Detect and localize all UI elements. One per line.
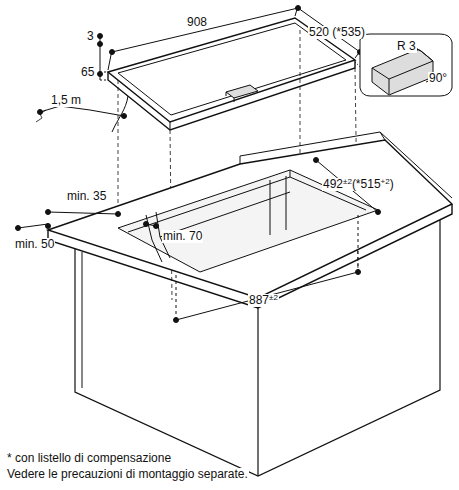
dimension-label: 492±2(*515+2) <box>322 178 395 191</box>
dimension-label: 908 <box>186 16 208 29</box>
dimension-label: 492 <box>323 178 343 191</box>
dimension-label: 65 <box>80 66 95 79</box>
cabinet <box>48 132 452 476</box>
dimension-label: min. 70 <box>162 230 203 243</box>
note-text: * con listello di compensazione <box>6 452 172 465</box>
dimension-label: 90° <box>428 72 448 85</box>
dimension-label: 520 (*535) <box>308 26 366 39</box>
note-text: Vedere le precauzioni di montaggio separ… <box>6 468 249 481</box>
dimension-lines <box>16 158 381 323</box>
dimension-label: 887±2 <box>248 294 279 307</box>
dimension-label: 3 <box>86 30 95 43</box>
dimension-label: R 3 <box>396 40 417 53</box>
dimension-label: 1,5 m <box>50 94 82 107</box>
dimension-label: min. 35 <box>66 190 107 203</box>
dimension-label: ±2 <box>343 178 352 187</box>
dimension-label: min. 50 <box>14 238 55 251</box>
dimension-label: +2 <box>381 178 390 187</box>
dimension-lines <box>36 6 363 133</box>
edge-detail <box>355 34 452 96</box>
dimension-label: (*515 <box>352 178 381 191</box>
dimension-label: ±2 <box>269 294 278 303</box>
dimension-label: ) <box>390 178 394 191</box>
dimension-label: 887 <box>249 294 269 307</box>
